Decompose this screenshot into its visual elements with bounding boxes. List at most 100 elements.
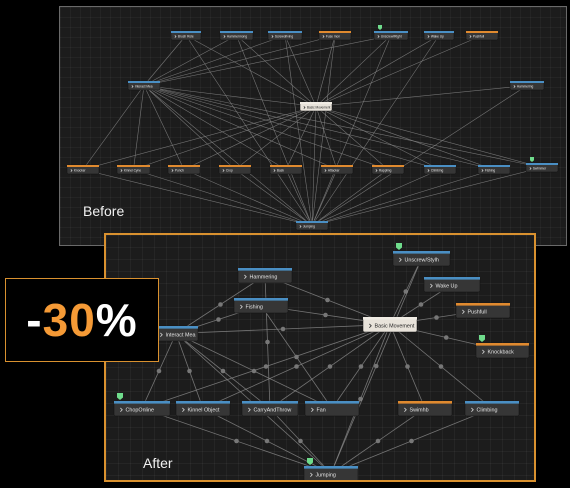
node-chevron-icon bbox=[303, 106, 306, 109]
graph-edge bbox=[315, 106, 543, 168]
node-label: Basic Movement bbox=[307, 106, 331, 110]
graph-node-wake-up[interactable]: Wake Up bbox=[423, 276, 481, 293]
graph-node-knockback[interactable]: Knockback bbox=[475, 335, 530, 359]
graph-node-kinnel-cyne[interactable]: Kinnel Cyne bbox=[116, 164, 151, 175]
graph-node-interact-mea[interactable]: Interact Mea bbox=[153, 325, 199, 342]
node-header-bar bbox=[304, 466, 358, 469]
graph-node-kinnel-object[interactable]: Kinnel Object bbox=[175, 400, 231, 417]
graph-node-climbing[interactable]: Climbing bbox=[423, 164, 457, 175]
node-label: Fishing bbox=[245, 305, 262, 311]
graph-edge bbox=[143, 85, 317, 107]
node-label: Swimmer bbox=[533, 167, 547, 171]
graph-edge bbox=[185, 35, 313, 226]
node-header-bar bbox=[67, 165, 99, 167]
graph-node-fishing[interactable]: Fishing bbox=[477, 164, 511, 175]
graph-node-jumping[interactable]: Jumping bbox=[303, 458, 359, 481]
node-chevron-icon bbox=[404, 407, 407, 412]
before-node-graph[interactable]: Brush Role Hammermong Screwdriving Fuse mon… bbox=[60, 7, 567, 246]
graph-node-swimmer[interactable]: Swimmer bbox=[525, 157, 559, 173]
graph-node-unscrew-stylh[interactable]: Unscrew/Stylh bbox=[392, 243, 451, 267]
graph-edge bbox=[143, 85, 441, 170]
badge-sign: - bbox=[26, 294, 43, 346]
edge-midpoint-knot bbox=[187, 368, 192, 374]
graph-edge bbox=[236, 35, 313, 226]
graph-edge bbox=[315, 35, 440, 107]
edge-midpoint-knot bbox=[325, 297, 330, 303]
graph-node-carryandthrow[interactable]: CarryAndThrow bbox=[241, 400, 299, 417]
graph-edge bbox=[315, 85, 528, 107]
node-label: Unscrew/Stylh bbox=[404, 258, 438, 264]
graph-node-hammermong[interactable]: Hammermong bbox=[219, 30, 254, 41]
graph-node-swimhb[interactable]: Swimhb bbox=[397, 400, 453, 417]
graph-node-basic-movement[interactable]: Basic Movement bbox=[362, 316, 418, 333]
node-label: Hammering bbox=[517, 85, 534, 89]
graph-node-unscrew-right[interactable]: Unscrew/Right bbox=[373, 25, 409, 41]
graph-node-fuse-mon[interactable]: Fuse mon bbox=[318, 30, 352, 41]
graph-node-jumping[interactable]: Jumping bbox=[295, 220, 329, 231]
graph-node-hammering[interactable]: Hammering bbox=[237, 267, 293, 284]
graph-edge bbox=[311, 35, 336, 226]
graph-node-screwdriving[interactable]: Screwdriving bbox=[267, 30, 303, 41]
edge-midpoint-knot bbox=[375, 438, 381, 444]
node-header-bar bbox=[466, 31, 498, 33]
node-header-bar bbox=[238, 268, 292, 271]
graph-edge bbox=[143, 85, 495, 170]
graph-edge bbox=[285, 106, 317, 170]
graph-node-pushfull[interactable]: Pushfull bbox=[455, 302, 511, 319]
graph-node-fishing[interactable]: Fishing bbox=[233, 297, 289, 314]
graph-node-brush-role[interactable]: Brush Role bbox=[170, 30, 202, 41]
node-header-bar bbox=[526, 163, 558, 165]
node-chevron-icon bbox=[182, 407, 185, 412]
graph-edge bbox=[311, 35, 440, 226]
edge-midpoint-knot bbox=[156, 368, 162, 374]
edge-midpoint-knot bbox=[409, 438, 414, 444]
graph-node-wake-up[interactable]: Wake Up bbox=[423, 30, 455, 41]
graph-node-rappling[interactable]: Rappling bbox=[371, 164, 405, 175]
graph-node-climbing[interactable]: Climbing bbox=[464, 400, 520, 417]
node-chevron-icon bbox=[131, 85, 134, 88]
node-chevron-icon bbox=[377, 35, 380, 38]
node-chevron-icon bbox=[322, 35, 325, 38]
graph-node-punch[interactable]: Punch bbox=[167, 164, 201, 175]
node-label: Punch bbox=[175, 169, 184, 173]
graph-node-fan[interactable]: Fan bbox=[304, 400, 360, 417]
node-label: Hammering bbox=[249, 275, 277, 281]
graph-node-crop[interactable]: Crop bbox=[218, 164, 252, 175]
node-header-bar bbox=[300, 102, 332, 104]
graph-edge bbox=[143, 85, 338, 170]
graph-edge bbox=[284, 35, 317, 107]
graph-node-hammering[interactable]: Hammering bbox=[509, 80, 545, 91]
graph-node-bask[interactable]: Bask bbox=[269, 164, 303, 175]
entry-marker-icon bbox=[530, 157, 534, 162]
edge-midpoint-knot bbox=[298, 438, 303, 444]
node-header-bar bbox=[363, 317, 417, 320]
node-chevron-icon bbox=[240, 304, 243, 309]
graph-edge bbox=[311, 167, 543, 226]
graph-node-pushfull[interactable]: Pushfull bbox=[465, 30, 499, 41]
graph-node-basic-movement[interactable]: Basic Movement bbox=[299, 101, 333, 112]
node-header-bar bbox=[476, 343, 529, 346]
node-chevron-icon bbox=[310, 472, 313, 477]
graph-node-attacker[interactable]: Attacker bbox=[320, 164, 354, 175]
edge-midpoint-knot bbox=[220, 368, 226, 374]
node-label: Unscrew/Right bbox=[381, 35, 402, 39]
graph-node-choponline[interactable]: ChopOnline bbox=[113, 393, 171, 417]
edge-midpoint-knot bbox=[294, 354, 299, 360]
node-label: Pushfull bbox=[473, 35, 485, 39]
graph-edge bbox=[143, 85, 185, 170]
node-header-bar bbox=[478, 165, 510, 167]
node-label: Wake Up bbox=[435, 284, 457, 290]
badge-percent: % bbox=[95, 294, 138, 346]
graph-edge bbox=[315, 106, 441, 170]
node-label: Climbing bbox=[476, 408, 497, 414]
graph-edge bbox=[185, 35, 317, 107]
graph-node-interact-mea[interactable]: Interact Mea bbox=[127, 80, 161, 91]
graph-edge bbox=[143, 85, 543, 168]
node-header-bar bbox=[117, 165, 150, 167]
edge-midpoint-knot bbox=[358, 364, 364, 369]
graph-node-knocker[interactable]: Knocker bbox=[66, 164, 100, 175]
edge-midpoint-knot bbox=[216, 317, 221, 322]
after-label: After bbox=[143, 455, 173, 471]
